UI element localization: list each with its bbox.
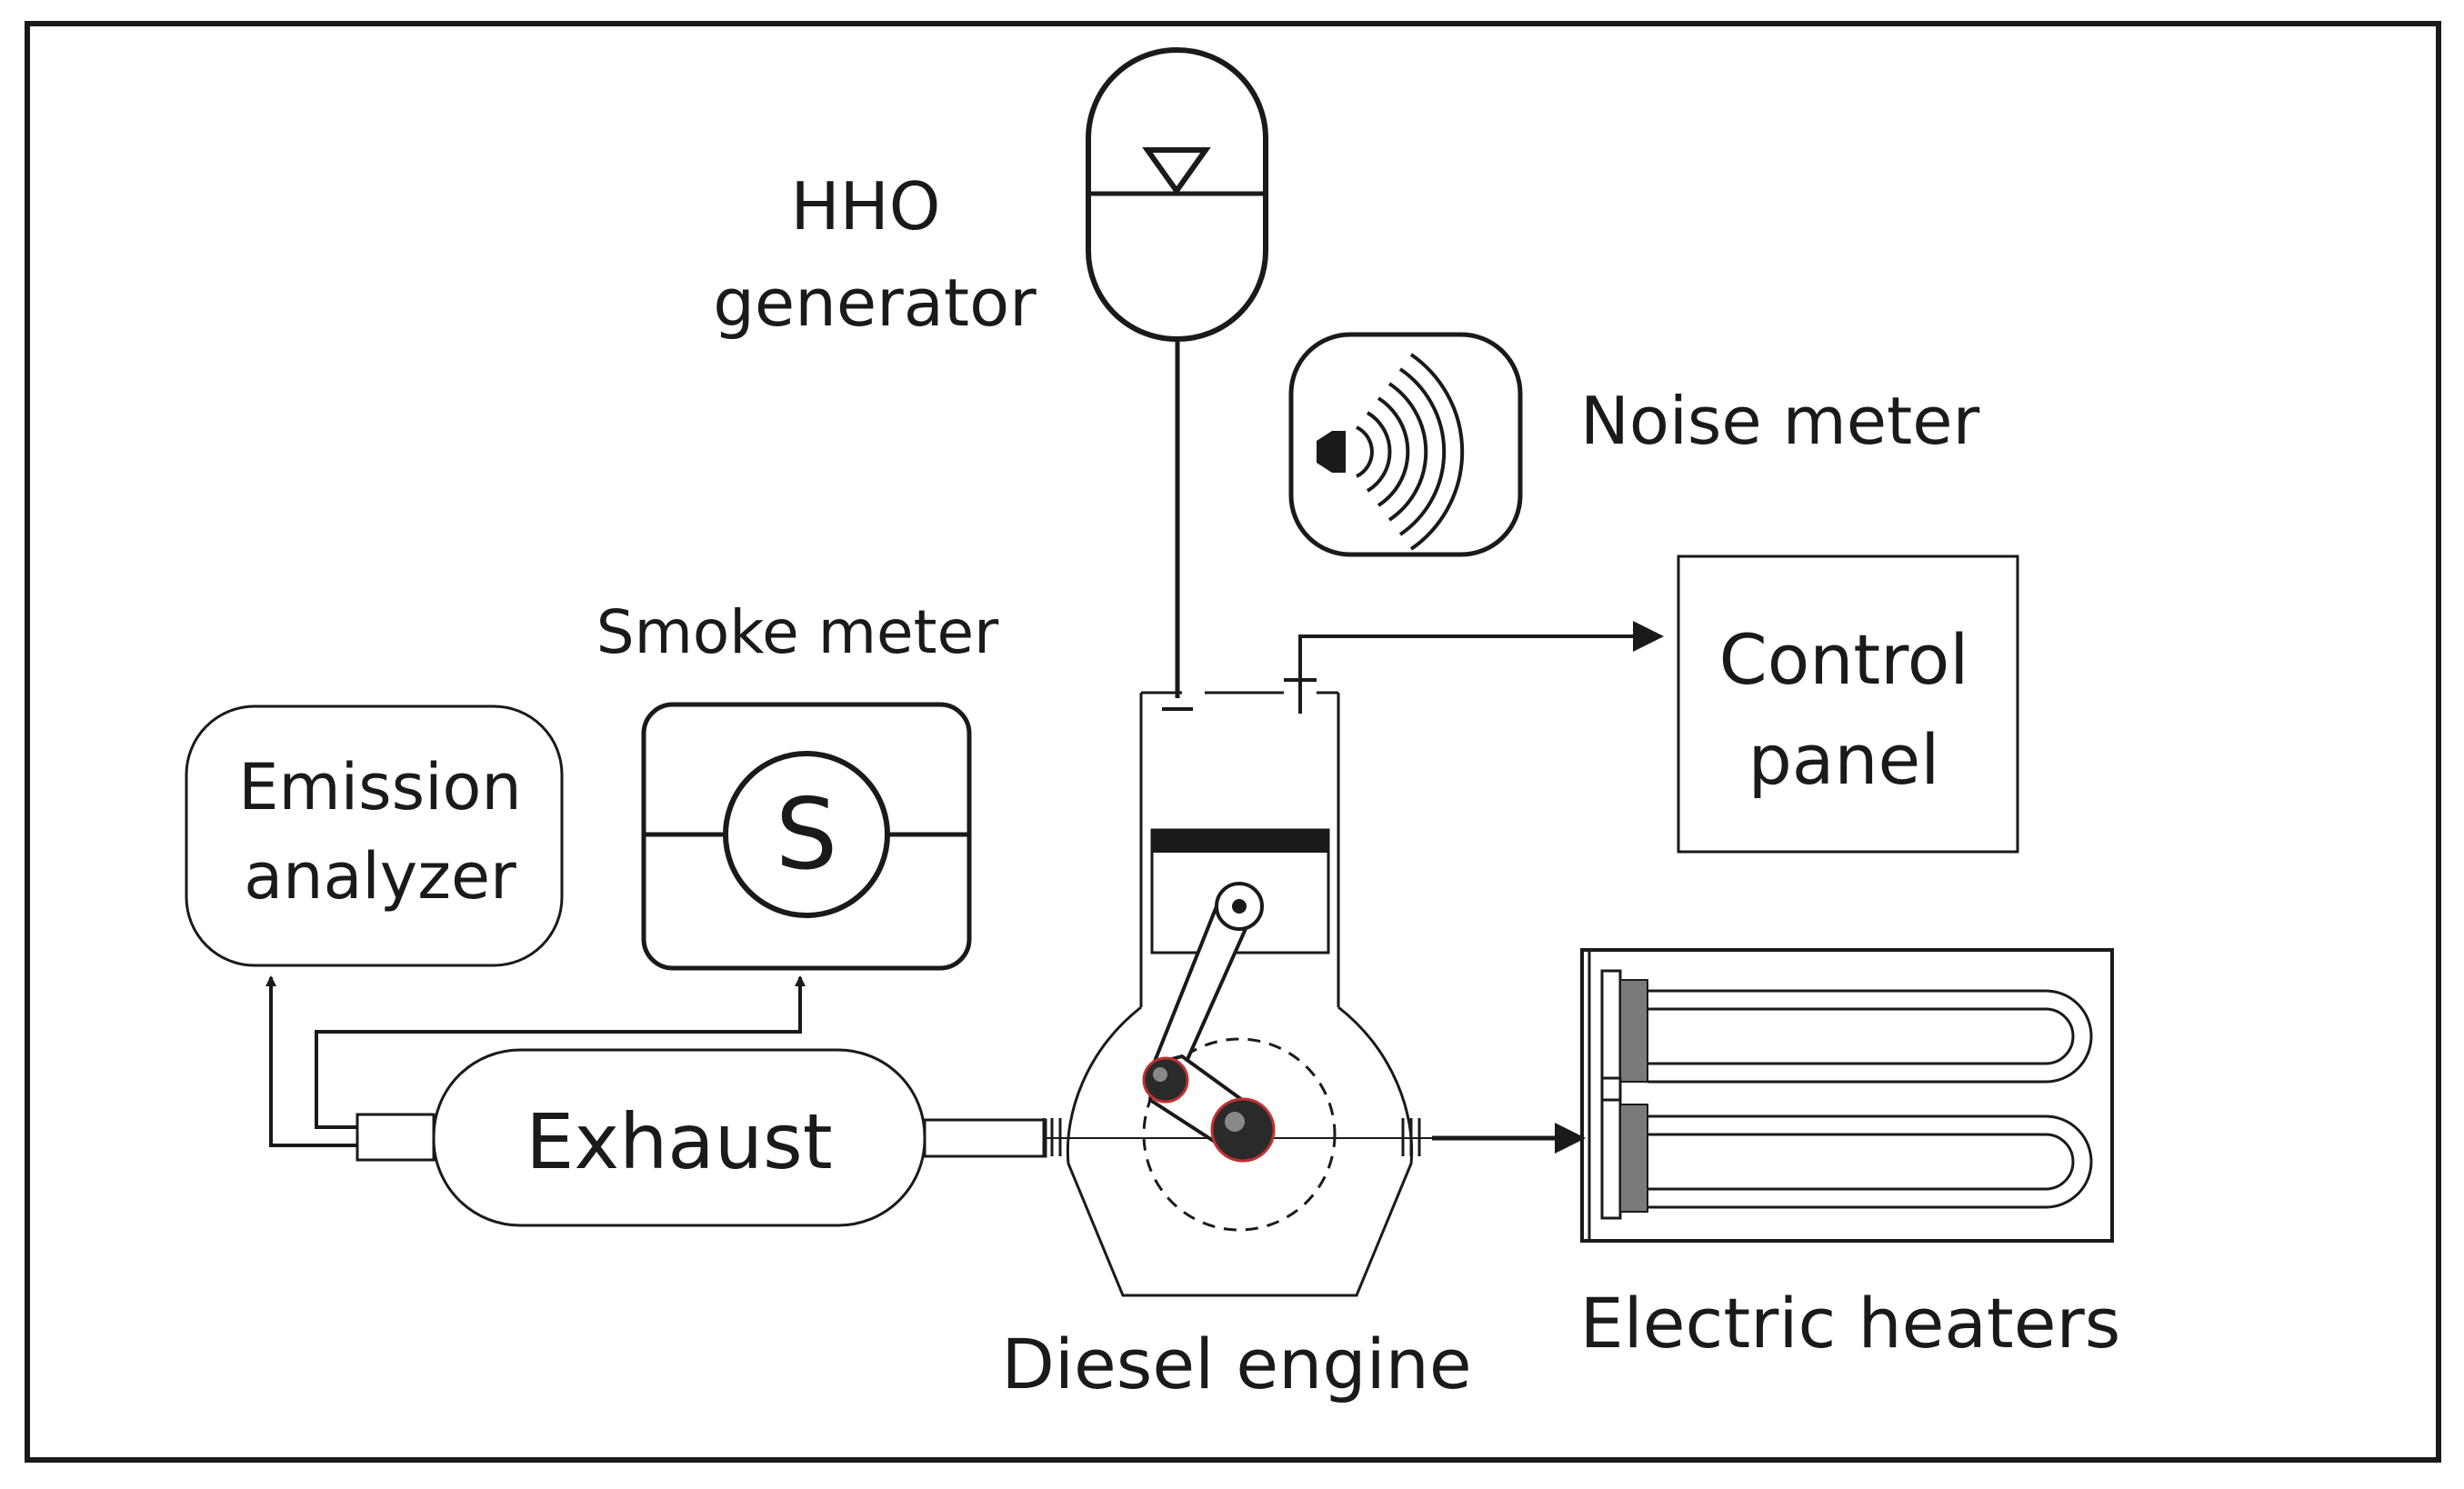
diesel-engine-label: Diesel engine bbox=[1001, 1324, 1471, 1404]
sample-line-to-smoke-meter bbox=[315, 975, 806, 1129]
sensor-plug-icon bbox=[1284, 668, 1317, 714]
crank-circle-dashed bbox=[1142, 1037, 1337, 1232]
electric-heaters bbox=[1580, 948, 2114, 1243]
output-coupling-icon bbox=[1401, 1118, 1421, 1156]
diesel-engine bbox=[1046, 668, 1437, 1297]
smoke-sensor-circle bbox=[723, 751, 890, 918]
noise-meter-box bbox=[1288, 332, 1523, 557]
crankcase bbox=[1066, 1005, 1414, 1297]
control-panel-box bbox=[1677, 555, 2019, 854]
exhaust-inlet-pipe bbox=[923, 1118, 1047, 1158]
heater-frame bbox=[1580, 948, 2114, 1243]
hho-generator bbox=[1086, 47, 1268, 698]
sample-line-to-emission-analyzer bbox=[265, 975, 357, 1147]
outer-frame bbox=[25, 21, 2441, 1463]
emission-analyzer-label-line2: analyzer bbox=[244, 839, 516, 914]
control-panel-label-line1: Control bbox=[1719, 619, 1969, 700]
hho-label-line2: generator bbox=[713, 265, 1037, 341]
electric-heaters-label: Electric heaters bbox=[1580, 1283, 2121, 1364]
speaker-sound-icon bbox=[1317, 353, 1465, 551]
noise-meter bbox=[1288, 332, 1523, 557]
smoke-sensor-symbol: S bbox=[776, 778, 838, 892]
main-bearing bbox=[1210, 1097, 1276, 1163]
noise-meter-label: Noise meter bbox=[1580, 383, 1980, 459]
exhaust-outlet-pipe bbox=[356, 1113, 436, 1162]
hho-label-line1: HHO bbox=[791, 168, 941, 245]
heater-element-lower bbox=[1600, 1098, 2093, 1220]
water-level-triangle-icon bbox=[1142, 147, 1211, 196]
emission-analyzer-label-line1: Emission bbox=[238, 750, 521, 824]
piston-crown bbox=[1152, 830, 1328, 853]
signal-arrow-to-control-panel bbox=[1298, 621, 1664, 700]
crank-pin-bearing bbox=[1142, 1056, 1189, 1104]
exhaust-label: Exhaust bbox=[526, 1097, 832, 1186]
smoke-meter-label: Smoke meter bbox=[596, 597, 999, 667]
emission-analyzer-box bbox=[185, 705, 564, 967]
wrist-pin-center bbox=[1232, 899, 1247, 914]
control-panel-label-line2: panel bbox=[1748, 719, 1940, 800]
heater-element-upper bbox=[1600, 969, 2093, 1084]
smoke-meter: S bbox=[641, 702, 972, 971]
